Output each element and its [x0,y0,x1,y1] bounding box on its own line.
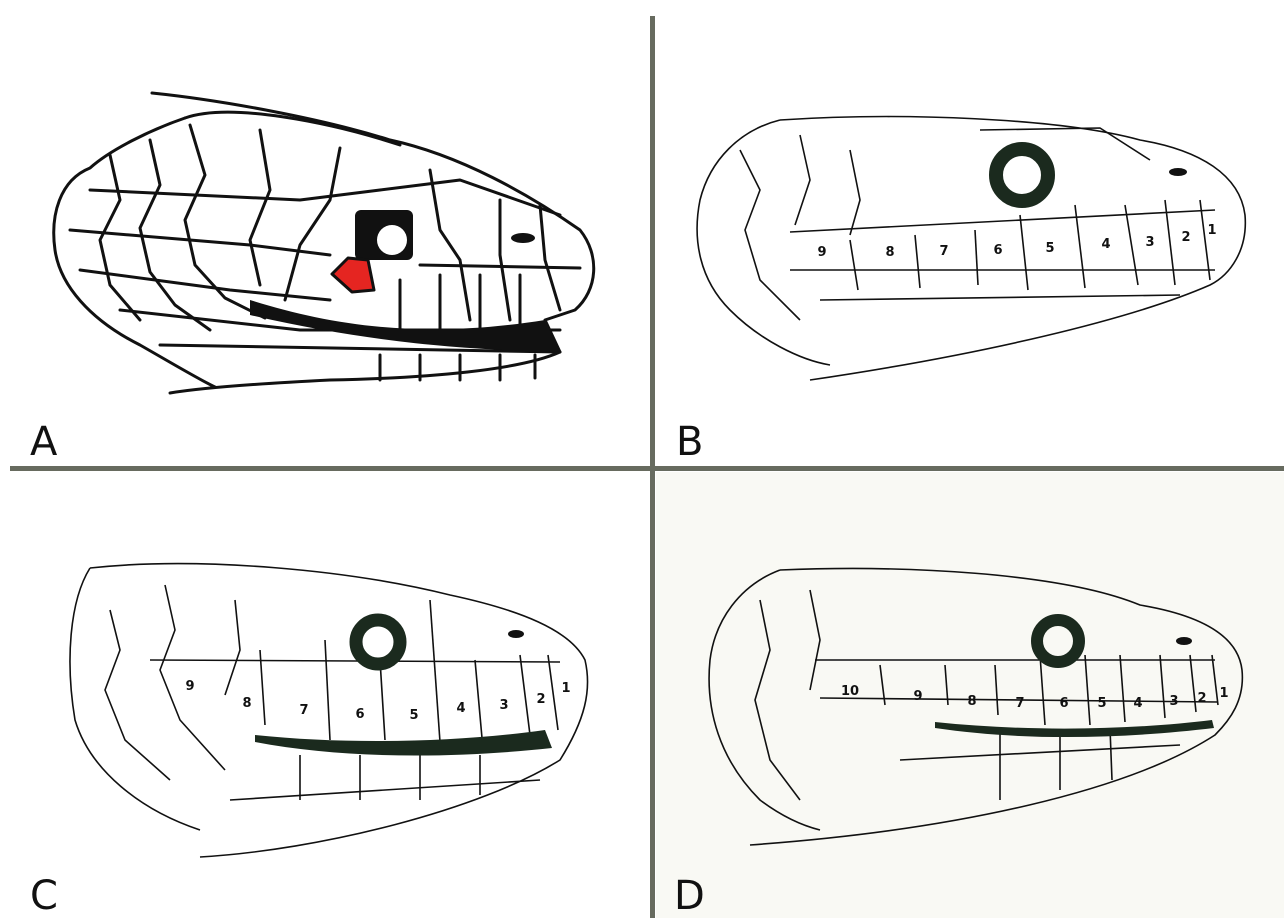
panel-d-scale-label: 5 [1097,696,1106,711]
panel-b-scale-label: 7 [939,244,948,259]
panel-b-label: B [676,422,703,462]
panel-b-scale-label: 8 [885,245,894,260]
panel-a-eye [377,225,407,255]
panel-a-label: A [30,422,57,462]
panel-c-scale-label: 6 [355,707,364,722]
panel-d-mouth [935,720,1214,737]
horizontal-divider [10,466,1284,471]
panel-d-label: D [674,876,705,916]
panel-d-scale-label: 10 [841,684,859,699]
panel-c-scale-label: 5 [409,708,418,723]
panel-a-mouth [250,300,560,352]
panel-d-scale-label: 2 [1197,691,1206,706]
panel-c-scale-label: 9 [185,679,194,694]
panel-a-drawing [0,0,650,466]
panel-d-scale-label: 3 [1169,694,1178,709]
panel-b-drawing: 9 8 7 6 5 4 3 2 1 [656,0,1284,466]
panel-d-scale-label: 9 [913,689,922,704]
panel-b-nostril [1169,168,1187,176]
panel-c-scale-label: 2 [536,692,545,707]
panel-c-mouth [255,730,552,756]
panel-d-nostril [1176,637,1192,645]
panel-d-scale-label: 4 [1133,696,1142,711]
panel-c-scale-label: 3 [499,698,508,713]
panel-c-eye [356,620,400,664]
panel-c-scale-label: 7 [299,703,308,718]
panel-c-drawing: 9 8 7 6 5 4 3 2 1 [0,472,650,918]
panel-c-scale-label: 1 [561,681,570,696]
panel-b-scale-label: 5 [1045,241,1054,256]
panel-c-scale-label: 8 [242,696,251,711]
panel-b-eye [996,149,1048,201]
panel-d-scale-label: 1 [1219,686,1228,701]
panel-d-scale-label: 6 [1059,696,1068,711]
panel-c-nostril [508,630,524,638]
panel-d-drawing: 10 9 8 7 6 5 4 3 2 1 [656,472,1284,918]
panel-c-scale-label: 4 [456,701,465,716]
panel-d-scale-label: 8 [967,694,976,709]
panel-d-eye [1037,620,1079,662]
panel-b-scale-label: 6 [993,243,1002,258]
panel-b-scale-label: 4 [1101,237,1110,252]
panel-c-label: C [30,876,58,916]
panel-b-scale-label: 1 [1207,223,1216,238]
panel-a-nostril [511,233,535,243]
panel-b-scale-label: 3 [1145,235,1154,250]
panel-b-scale-label: 2 [1181,230,1190,245]
panel-d-scale-label: 7 [1015,696,1024,711]
panel-a-highlight-scale [332,258,374,292]
panel-b-scale-label: 9 [817,245,826,260]
